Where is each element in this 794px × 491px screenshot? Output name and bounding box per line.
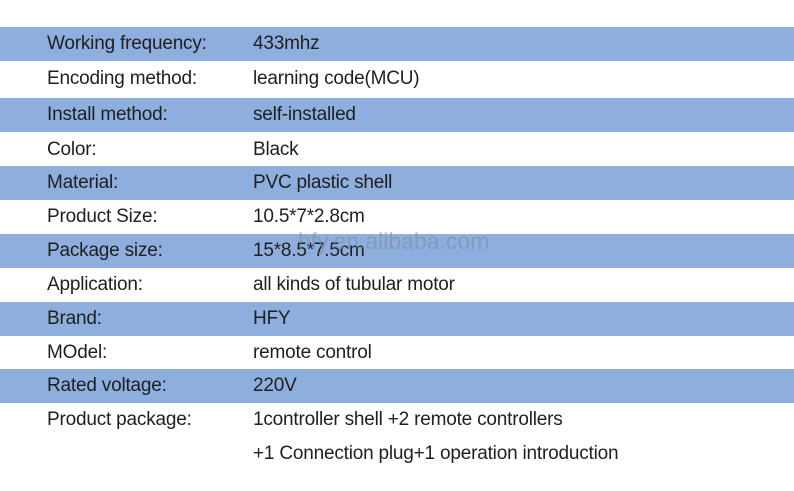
spec-value: remote control bbox=[253, 342, 372, 363]
spec-label: Rated voltage: bbox=[47, 375, 167, 396]
spec-value: 433mhz bbox=[253, 33, 320, 54]
spec-row-rated-voltage: Rated voltage: 220V bbox=[0, 369, 794, 403]
spec-row-package-size: Package size: 15*8.5*7.5cm bbox=[0, 234, 794, 268]
spec-value: 10.5*7*2.8cm bbox=[253, 206, 365, 227]
spec-value: 220V bbox=[253, 375, 297, 396]
spec-label: Install method: bbox=[47, 104, 168, 125]
spec-value: 15*8.5*7.5cm bbox=[253, 240, 365, 261]
spec-row-material: Material: PVC plastic shell bbox=[0, 166, 794, 200]
spec-label: Color: bbox=[47, 139, 97, 160]
spec-row-application: Application: all kinds of tubular motor bbox=[0, 268, 794, 302]
spec-value: PVC plastic shell bbox=[253, 172, 393, 193]
spec-row-model: MOdel: remote control bbox=[0, 336, 794, 370]
spec-label: Brand: bbox=[47, 308, 102, 329]
spec-label: Material: bbox=[47, 172, 119, 193]
spec-label: Package size: bbox=[47, 240, 163, 261]
spec-label: Encoding method: bbox=[47, 68, 197, 89]
spec-row-working-frequency: Working frequency: 433mhz bbox=[0, 27, 794, 61]
spec-row-product-package: Product package: 1controller shell +2 re… bbox=[0, 403, 794, 437]
spec-row-color: Color: Black bbox=[0, 133, 794, 167]
spec-value-continuation: +1 Connection plug+1 operation introduct… bbox=[253, 443, 619, 464]
spec-row-product-size: Product Size: 10.5*7*2.8cm bbox=[0, 200, 794, 234]
spec-row-product-package-continuation: +1 Connection plug+1 operation introduct… bbox=[0, 437, 794, 471]
spec-label: Working frequency: bbox=[47, 33, 207, 54]
spec-row-brand: Brand: HFY bbox=[0, 302, 794, 336]
spec-label: MOdel: bbox=[47, 342, 108, 363]
spec-label: Product package: bbox=[47, 409, 192, 430]
spec-value: learning code(MCU) bbox=[253, 68, 420, 89]
spec-value: 1controller shell +2 remote controllers bbox=[253, 409, 563, 430]
spec-value: Black bbox=[253, 139, 299, 160]
spec-value: all kinds of tubular motor bbox=[253, 274, 455, 295]
spec-row-encoding-method: Encoding method: learning code(MCU) bbox=[0, 62, 794, 96]
spec-value: HFY bbox=[253, 308, 291, 329]
spec-row-install-method: Install method: self-installed bbox=[0, 98, 794, 132]
spec-label: Product Size: bbox=[47, 206, 158, 227]
spec-label: Application: bbox=[47, 274, 143, 295]
watermark: hfy.en.alibaba.com bbox=[298, 228, 490, 254]
spec-value: self-installed bbox=[253, 104, 356, 125]
